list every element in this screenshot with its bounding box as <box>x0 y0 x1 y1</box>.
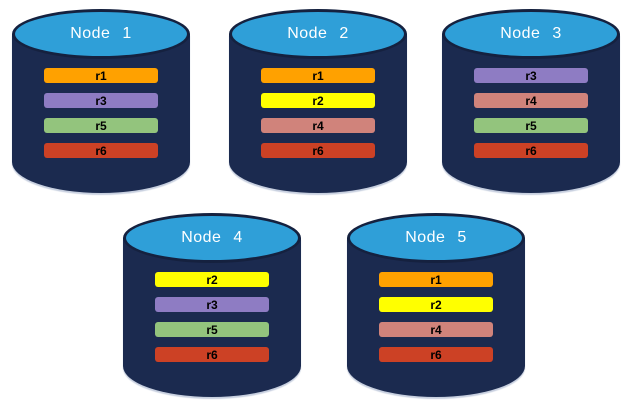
replica-label: r3 <box>95 93 107 108</box>
replica-bar-list: r2 r3 r5 r6 <box>155 272 269 362</box>
cylinder-top-ellipse: Node 3 <box>442 9 620 59</box>
node-cylinder-2: Node 2 r1 r2 r4 r6 <box>229 9 407 193</box>
replica-label: r1 <box>312 68 324 83</box>
node-title: Node 4 <box>181 229 243 246</box>
replica-label: r4 <box>430 322 442 337</box>
replica-bar-r5: r5 <box>474 118 588 133</box>
node-cylinder-5: Node 5 r1 r2 r4 r6 <box>347 213 525 397</box>
replica-bar-r5: r5 <box>155 322 269 337</box>
replica-bar-r1: r1 <box>379 272 493 287</box>
cylinder-body <box>229 34 407 193</box>
replica-bar-r2: r2 <box>155 272 269 287</box>
replica-label: r1 <box>430 272 442 287</box>
replica-label: r6 <box>430 347 442 362</box>
replica-label: r1 <box>95 68 107 83</box>
replica-label: r6 <box>525 143 537 158</box>
replica-label: r3 <box>206 297 218 312</box>
replica-bar-list: r3 r4 r5 r6 <box>474 68 588 158</box>
replica-label: r3 <box>525 68 537 83</box>
cylinder-top-ellipse: Node 4 <box>123 213 301 263</box>
replica-label: r2 <box>430 297 442 312</box>
cylinder-body <box>12 34 190 193</box>
cylinder-top-ellipse: Node 1 <box>12 9 190 59</box>
replica-bar-r4: r4 <box>379 322 493 337</box>
cylinder-body <box>442 34 620 193</box>
node-title: Node 3 <box>500 25 562 42</box>
replica-bar-r3: r3 <box>155 297 269 312</box>
replica-label: r4 <box>525 93 537 108</box>
replica-bar-r5: r5 <box>44 118 158 133</box>
replica-bar-r6: r6 <box>44 143 158 158</box>
replica-bar-r4: r4 <box>261 118 375 133</box>
replica-bar-r1: r1 <box>44 68 158 83</box>
replica-bar-r1: r1 <box>261 68 375 83</box>
cylinder-body <box>123 238 301 397</box>
replica-bar-r6: r6 <box>155 347 269 362</box>
cylinder-body <box>347 238 525 397</box>
replica-bar-r2: r2 <box>261 93 375 108</box>
node-cylinder-3: Node 3 r3 r4 r5 r6 <box>442 9 620 193</box>
replica-label: r2 <box>312 93 324 108</box>
node-cylinder-4: Node 4 r2 r3 r5 r6 <box>123 213 301 397</box>
replica-bar-r6: r6 <box>261 143 375 158</box>
cylinder-top-ellipse: Node 2 <box>229 9 407 59</box>
replica-label: r5 <box>525 118 537 133</box>
node-title: Node 5 <box>405 229 467 246</box>
replica-bar-r2: r2 <box>379 297 493 312</box>
replica-label: r5 <box>206 322 218 337</box>
replica-bar-list: r1 r3 r5 r6 <box>44 68 158 158</box>
replica-bar-r3: r3 <box>44 93 158 108</box>
cylinder-top-ellipse: Node 5 <box>347 213 525 263</box>
replica-label: r6 <box>95 143 107 158</box>
replica-bar-r6: r6 <box>379 347 493 362</box>
replica-label: r5 <box>95 118 107 133</box>
replica-bar-list: r1 r2 r4 r6 <box>261 68 375 158</box>
node-title: Node 1 <box>70 25 132 42</box>
replica-bar-r3: r3 <box>474 68 588 83</box>
node-cylinder-1: Node 1 r1 r3 r5 r6 <box>12 9 190 193</box>
replica-label: r2 <box>206 272 218 287</box>
replica-label: r4 <box>312 118 324 133</box>
replica-bar-list: r1 r2 r4 r6 <box>379 272 493 362</box>
node-title: Node 2 <box>287 25 349 42</box>
replica-label: r6 <box>312 143 324 158</box>
replica-bar-r6: r6 <box>474 143 588 158</box>
replica-bar-r4: r4 <box>474 93 588 108</box>
replica-label: r6 <box>206 347 218 362</box>
